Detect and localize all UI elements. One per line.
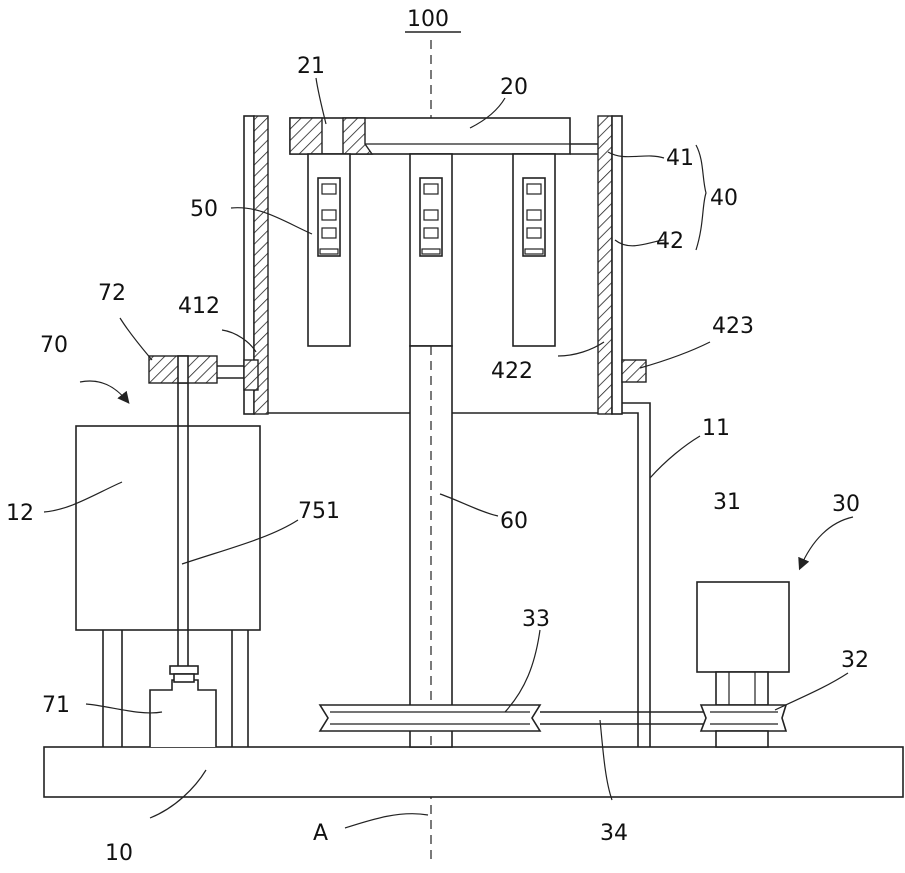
label-inner-barrel: 41 xyxy=(666,146,694,171)
label-barrel-group: 40 xyxy=(710,186,738,211)
brace-40 xyxy=(696,145,706,250)
frame-outer xyxy=(612,403,650,747)
label-big-pulley: 33 xyxy=(522,607,550,632)
holder-right xyxy=(513,154,555,346)
base-plate xyxy=(44,747,903,797)
housing xyxy=(76,426,260,630)
leader-21 xyxy=(316,78,326,124)
label-axis: A xyxy=(313,821,328,846)
label-carrier-hole: 21 xyxy=(297,54,325,79)
label-holder: 50 xyxy=(190,197,218,222)
arrow-70 xyxy=(80,381,128,402)
label-flange-right-outer: 423 xyxy=(712,314,754,339)
label-belt: 34 xyxy=(600,821,628,846)
label-cylinder: 71 xyxy=(42,693,70,718)
label-flange-right-inner: 422 xyxy=(491,359,533,384)
motor-mount xyxy=(716,731,768,747)
leader-32 xyxy=(775,673,848,710)
label-frame: 11 xyxy=(702,416,730,441)
arrow-30 xyxy=(800,517,853,568)
leader-33 xyxy=(505,630,540,712)
right-flange xyxy=(622,360,646,382)
left-flange xyxy=(244,360,258,390)
carrier-plate xyxy=(290,118,570,154)
motor xyxy=(697,582,789,672)
leader-422 xyxy=(558,342,604,356)
leader-50 xyxy=(231,208,312,234)
label-housing: 12 xyxy=(6,501,34,526)
leader-A xyxy=(345,814,428,828)
leader-11 xyxy=(650,436,700,478)
frame-inner xyxy=(612,413,638,747)
label-collar: 72 xyxy=(98,281,126,306)
holder-left xyxy=(308,154,350,346)
cylinder xyxy=(150,680,216,747)
label-carrier: 20 xyxy=(500,75,528,100)
inner-barrel-right-wall xyxy=(612,116,622,414)
leader-423 xyxy=(640,342,710,368)
label-drive: 30 xyxy=(832,492,860,517)
rod-coupling-top xyxy=(170,666,198,674)
label-flange-left: 412 xyxy=(178,294,220,319)
small-pulley xyxy=(701,705,786,731)
figure-title: 100 xyxy=(407,7,449,32)
rod-coupling-bottom xyxy=(174,674,194,682)
label-shaft: 60 xyxy=(500,509,528,534)
label-rod: 751 xyxy=(298,499,340,524)
leader-72 xyxy=(120,318,152,360)
label-base: 10 xyxy=(105,841,133,866)
collar-bore xyxy=(178,356,188,383)
carrier-hole-left xyxy=(290,118,322,154)
holder-center xyxy=(410,154,452,346)
label-lift: 70 xyxy=(40,333,68,358)
motor-shaft-housing xyxy=(716,672,768,705)
label-motor: 31 xyxy=(713,490,741,515)
outer-barrel-right-wall xyxy=(598,116,612,414)
label-small-pulley: 32 xyxy=(841,648,869,673)
label-outer-barrel: 42 xyxy=(656,229,684,254)
